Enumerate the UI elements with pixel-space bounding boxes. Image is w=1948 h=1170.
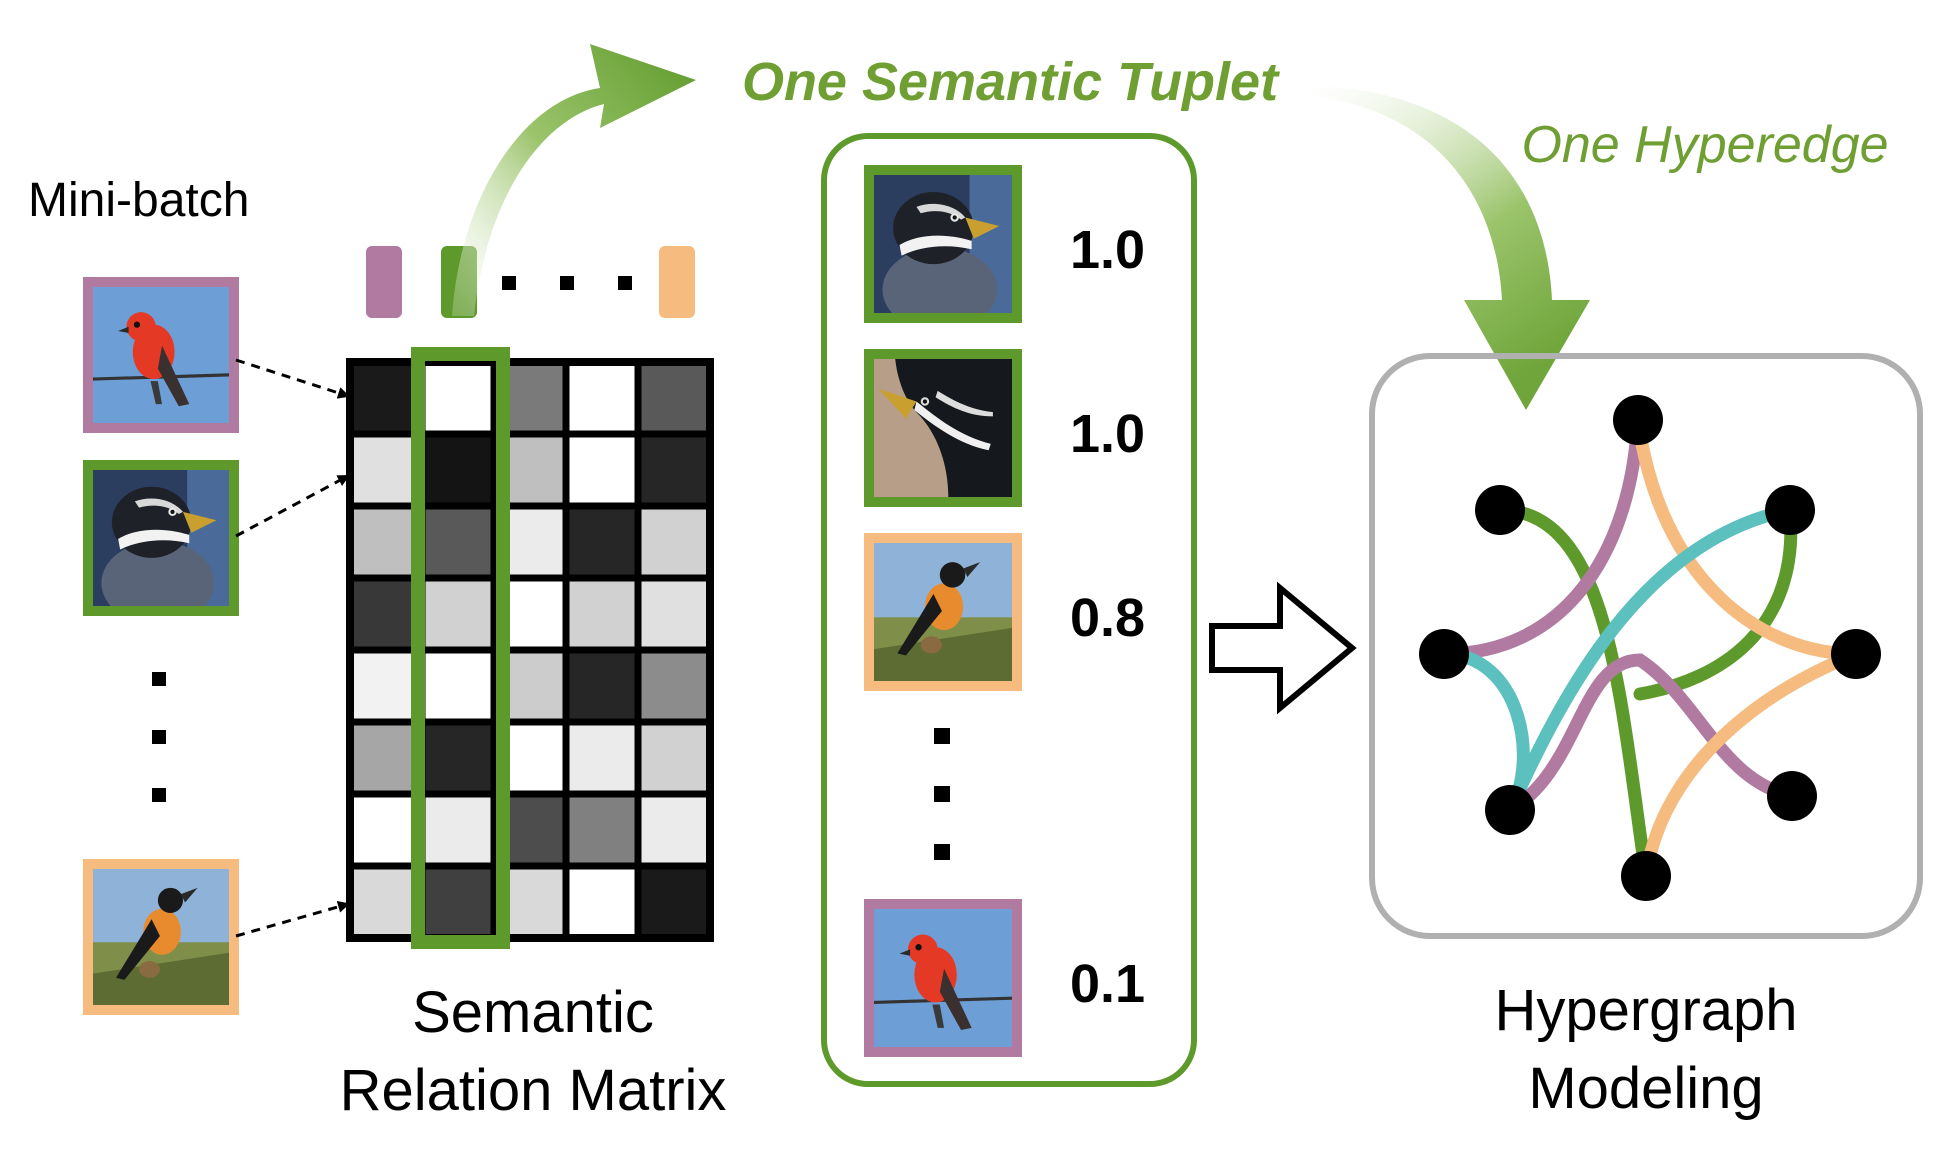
tuplet-score: 0.8 [1070, 588, 1145, 648]
tuplet-image-dark-bird [874, 175, 1012, 313]
minibatch-image-orange-bird [83, 859, 239, 1015]
matrix-cell [634, 430, 714, 510]
curved-arrow-to-hypergraph [1312, 86, 1590, 410]
graph-node [1765, 485, 1815, 535]
graph-node [1831, 629, 1881, 679]
matrix-cell [562, 358, 642, 438]
matrix-cell [418, 502, 498, 582]
semantic-relation-matrix [346, 358, 714, 942]
matrix-cell [418, 862, 498, 942]
tag-dot [618, 276, 632, 290]
hyperedges [1437, 413, 1863, 883]
minibatch-image-red-bird [83, 277, 239, 433]
graph-node [1613, 395, 1663, 445]
tuplet-item: 0.8 [864, 533, 1145, 691]
minibatch-ellipsis [152, 672, 166, 802]
tag-dot [560, 276, 574, 290]
matrix-cell [418, 646, 498, 726]
connector-arrow [235, 474, 350, 538]
matrix-cell [418, 718, 498, 798]
matrix-cell [562, 502, 642, 582]
graph-node [1621, 851, 1671, 901]
hyperedge-purple [1437, 413, 1799, 817]
matrix-cell [562, 646, 642, 726]
hypergraph-nodes [1419, 395, 1881, 901]
connector-arrow [235, 358, 350, 399]
matrix-column-tags [366, 246, 695, 318]
hypergraph-panel [1369, 353, 1923, 939]
tuplet-score: 0.1 [1070, 954, 1145, 1014]
matrix-cell [562, 862, 642, 942]
tuplet-item: 1.0 [864, 165, 1145, 323]
minibatch-image-dark-bird [83, 460, 239, 616]
minibatch-connectors [235, 358, 350, 938]
matrix-label-line1: Semantic [412, 980, 654, 1045]
tuplet-panel [821, 133, 1197, 1087]
matrix-cell [418, 358, 498, 438]
graph-node [1767, 771, 1817, 821]
tuplet-ellipsis [934, 728, 950, 860]
tuplet-item: 0.1 [864, 899, 1145, 1057]
curved-arrow-to-tuplet [452, 44, 696, 316]
hypergraph-label-line2: Modeling [1528, 1056, 1763, 1121]
matrix-cell [634, 862, 714, 942]
matrix-cell [562, 718, 642, 798]
minibatch-label: Mini-batch [28, 174, 249, 227]
matrix-cell [634, 790, 714, 870]
graph-node [1475, 485, 1525, 535]
tuplet-image-orange-bird [874, 543, 1012, 681]
matrix-cell [418, 574, 498, 654]
hollow-right-arrow [1209, 581, 1357, 715]
matrix-cell [634, 502, 714, 582]
graph-node [1419, 629, 1469, 679]
matrix-cell [418, 790, 498, 870]
tag-orange [659, 246, 695, 318]
graph-node [1485, 785, 1535, 835]
matrix-cell [562, 790, 642, 870]
connector-arrow [235, 900, 350, 938]
hypergraph-label-line1: Hypergraph [1494, 978, 1797, 1043]
matrix-cell [634, 358, 714, 438]
tag-dot [502, 276, 516, 290]
tuplet-image-red-bird [874, 909, 1012, 1047]
matrix-label-line2: Relation Matrix [340, 1058, 727, 1123]
selected-column-highlight [411, 347, 510, 949]
tuplet-item: 1.0 [864, 349, 1145, 507]
matrix-cell [562, 430, 642, 510]
matrix-cell [634, 574, 714, 654]
tag-purple [366, 246, 402, 318]
hyperedge-green [1493, 503, 1798, 883]
matrix-cell [562, 574, 642, 654]
hyperedge-title: One Hyperedge [1521, 116, 1888, 174]
tuplet-image-dark-bird-profile [874, 359, 1012, 497]
matrix-cell [634, 646, 714, 726]
matrix-border [346, 358, 714, 942]
hyperedge-orange [1631, 413, 1863, 883]
tuplet-score: 1.0 [1070, 220, 1145, 280]
tuplet-title: One Semantic Tuplet [742, 52, 1280, 112]
matrix-cell [418, 430, 498, 510]
tuplet-score: 1.0 [1070, 404, 1145, 464]
matrix-cell [634, 718, 714, 798]
